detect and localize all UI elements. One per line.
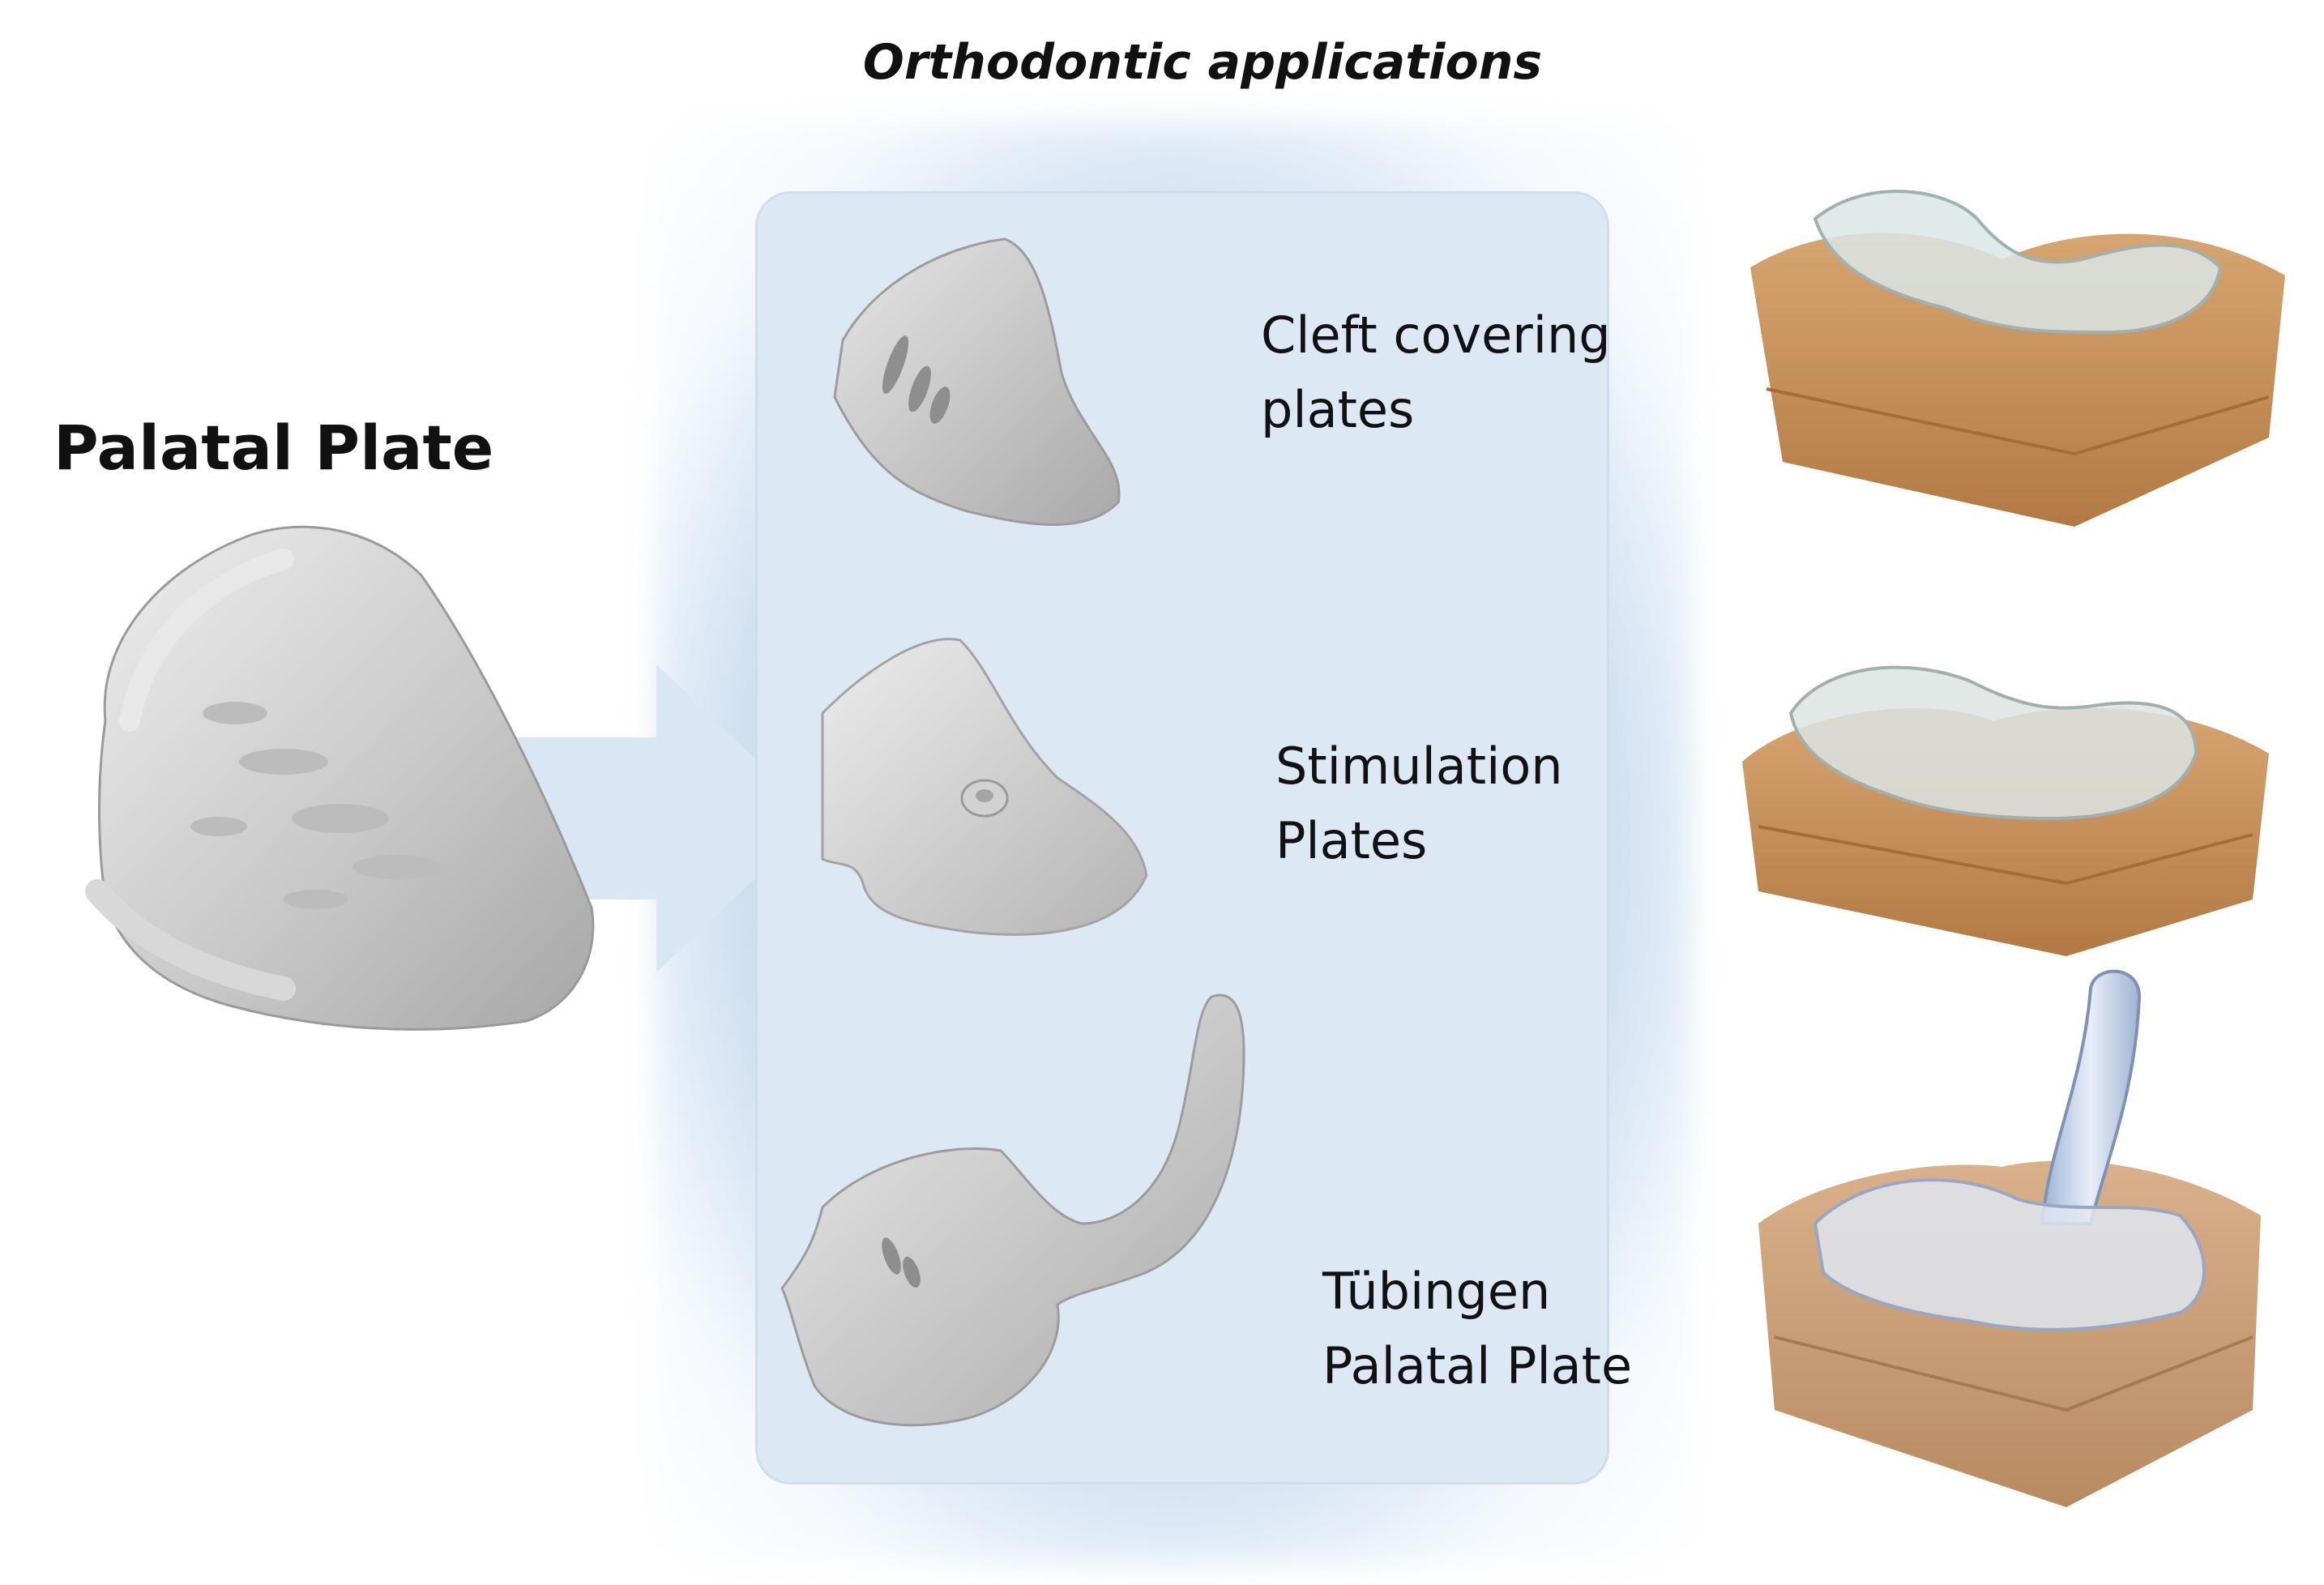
label-line: Cleft covering [1261,305,1611,365]
label-line: Tübingen [1322,1262,1551,1321]
cleft-plate-grooves [882,335,951,424]
tubingen-plate-model [780,993,1245,1427]
tubingen-plate-grooves [882,1237,921,1288]
clear-appliance-2 [1788,665,2198,821]
tubingen-plate-cast-photo [1758,969,2261,1507]
tubingen-plate-body [780,993,1245,1427]
label-line: Plates [1275,811,1428,870]
label-line: Palatal Plate [1322,1336,1633,1395]
clear-appliance-1 [1813,190,2223,335]
palatal-plate-body [98,525,595,1031]
cleft-plate-body [833,237,1121,526]
stimulation-plates-label: Stimulation Plates [1275,729,1563,878]
label-line: plates [1261,380,1415,439]
palatal-plate-lower-rim [85,879,296,1001]
palatal-plate-texture [190,702,442,909]
tubingen-palatal-plate-label: Tübingen Palatal Plate [1322,1254,1632,1403]
cleft-plate-cast-photo [1750,190,2285,527]
palatal-plate-rim [119,549,294,732]
palatal-plate-model [85,525,595,1031]
cleft-covering-plates-label: Cleft covering plates [1261,298,1611,447]
label-line: Stimulation [1275,737,1563,796]
palatal-plate-label: Palatal Plate [53,412,494,484]
stimulation-plate-cast-photo [1742,665,2269,956]
stimulation-plate-model [821,638,1148,936]
figure-title: Orthodontic applications [862,34,1543,91]
cleft-covering-plate-model [833,237,1121,526]
clear-appliance-3 [1813,1178,2206,1331]
screen-arm-appliance [2040,969,2142,1225]
